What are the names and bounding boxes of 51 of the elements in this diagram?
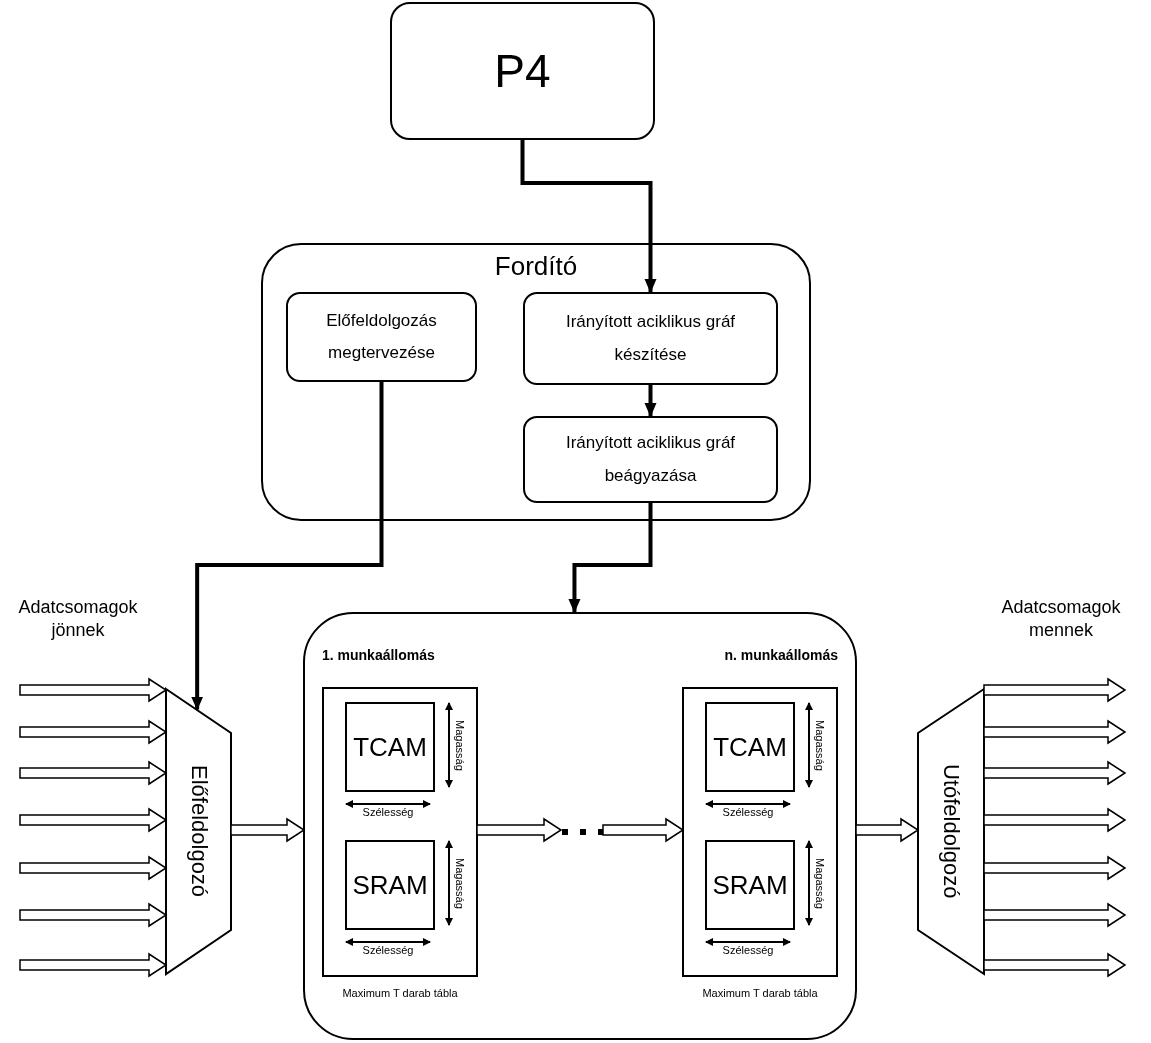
arrow — [983, 807, 1127, 833]
process-box: Irányított aciklikus gráf beágyazása — [523, 416, 778, 503]
block-label: Előfeldolgozó — [185, 764, 213, 900]
group-title: Fordító — [493, 251, 579, 282]
arrow — [983, 719, 1127, 745]
dimension-label: Szélesség — [361, 944, 415, 956]
arrow — [983, 855, 1127, 881]
dimension-label: Szélesség — [721, 944, 775, 956]
arrow — [983, 952, 1127, 978]
annotation-text: Adatcsomagok mennek — [1000, 596, 1122, 641]
block-label: Utófeldolgozó — [938, 763, 965, 901]
dimension-label: Magasság — [454, 856, 466, 911]
memory-box: SRAM — [705, 840, 795, 930]
arrow — [19, 952, 168, 978]
arrow — [191, 382, 384, 711]
station-caption: Maximum T darab tábla — [341, 987, 459, 999]
process-box: Előfeldolgozás megtervezése — [286, 292, 477, 382]
arrow — [230, 817, 306, 843]
group-box — [261, 243, 811, 521]
annotation-text: Adatcsomagok jönnek — [17, 596, 139, 641]
arrow — [19, 807, 168, 833]
process-box: Irányított aciklikus gráf készítése — [523, 292, 778, 385]
preprocessor-block — [165, 688, 232, 975]
arrow — [602, 817, 685, 843]
arrow — [568, 503, 653, 613]
arrow — [983, 760, 1127, 786]
dimension-label: Magasság — [454, 718, 466, 773]
arrow — [476, 817, 563, 843]
arrow — [19, 760, 168, 786]
arrow — [19, 902, 168, 928]
dimension-label: Szélesség — [361, 806, 415, 818]
memory-box: TCAM — [345, 702, 435, 792]
station-caption: Maximum T darab tábla — [701, 987, 819, 999]
arrow — [855, 817, 920, 843]
arrow — [983, 902, 1127, 928]
memory-box: TCAM — [705, 702, 795, 792]
dimension-label: Magasság — [814, 718, 826, 773]
pipeline-box — [303, 612, 857, 1040]
arrow — [983, 677, 1127, 703]
station-heading: 1. munkaállomás — [322, 647, 436, 663]
station-heading: n. munkaállomás — [724, 647, 838, 663]
process-box: P4 — [390, 2, 655, 140]
arrow — [644, 385, 657, 417]
arrow — [19, 719, 168, 745]
dimension-label: Szélesség — [721, 806, 775, 818]
arrow — [19, 855, 168, 881]
arrow — [19, 677, 168, 703]
memory-box: SRAM — [345, 840, 435, 930]
dimension-label: Magasság — [814, 856, 826, 911]
arrow — [520, 140, 657, 293]
postprocessor-block — [917, 688, 985, 975]
